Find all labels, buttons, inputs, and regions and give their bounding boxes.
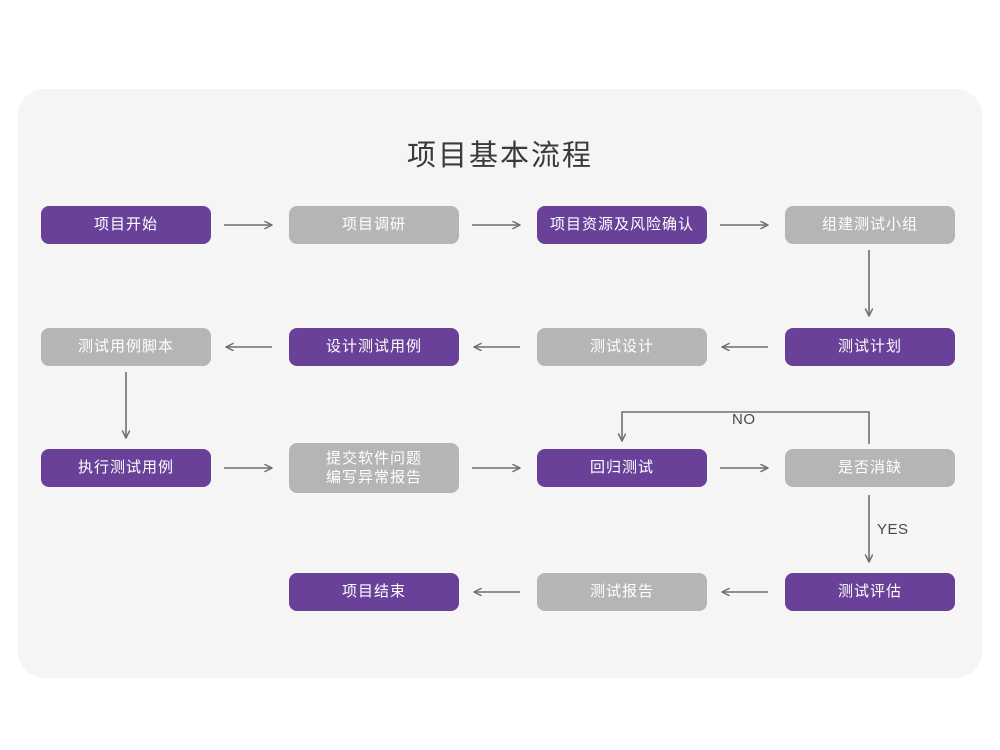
node-test-case-script[interactable]: 测试用例脚本 [41,328,211,366]
node-test-report[interactable]: 测试报告 [537,573,707,611]
node-test-plan[interactable]: 测试计划 [785,328,955,366]
node-submit-issue-report[interactable]: 提交软件问题 编写异常报告 [289,443,459,493]
node-test-evaluation[interactable]: 测试评估 [785,573,955,611]
node-resource-risk-confirm[interactable]: 项目资源及风险确认 [537,206,707,244]
edge-label-no: NO [732,411,756,428]
node-build-test-team[interactable]: 组建测试小组 [785,206,955,244]
node-project-start[interactable]: 项目开始 [41,206,211,244]
node-project-end[interactable]: 项目结束 [289,573,459,611]
node-design-test-case[interactable]: 设计测试用例 [289,328,459,366]
node-regression-test[interactable]: 回归测试 [537,449,707,487]
node-test-design[interactable]: 测试设计 [537,328,707,366]
node-execute-test-case[interactable]: 执行测试用例 [41,449,211,487]
node-project-research[interactable]: 项目调研 [289,206,459,244]
edge-label-yes: YES [877,521,909,538]
page-title: 项目基本流程 [406,138,593,172]
node-defect-resolved[interactable]: 是否消缺 [785,449,955,487]
